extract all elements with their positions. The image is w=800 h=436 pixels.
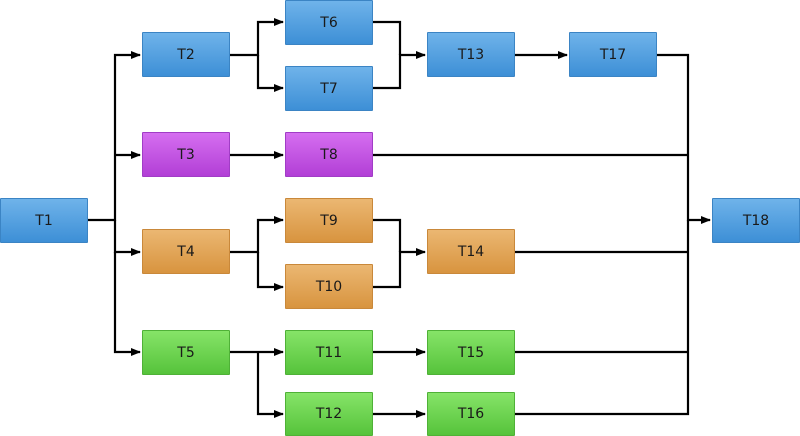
node-label-t13: T13 bbox=[457, 46, 485, 63]
edge-t1-t4 bbox=[113, 220, 141, 256]
node-t14: T14 bbox=[427, 229, 515, 274]
node-label-t10: T10 bbox=[315, 278, 343, 295]
edge-t17-t18 bbox=[657, 53, 711, 224]
node-label-t18: T18 bbox=[742, 212, 770, 229]
node-t12: T12 bbox=[285, 392, 373, 436]
node-t2: T2 bbox=[142, 32, 230, 77]
node-t9: T9 bbox=[285, 198, 373, 243]
edge-t6-t13 bbox=[373, 20, 402, 55]
node-label-t2: T2 bbox=[177, 46, 195, 63]
edge-t4-t10 bbox=[256, 252, 284, 291]
edge-t9-t14 bbox=[373, 218, 402, 252]
node-t3: T3 bbox=[142, 132, 230, 177]
edge-t1-t5 bbox=[113, 252, 141, 356]
node-t17: T17 bbox=[569, 32, 657, 77]
edge-t2-t7 bbox=[256, 55, 284, 92]
node-t18: T18 bbox=[712, 198, 800, 243]
node-label-t17: T17 bbox=[599, 46, 627, 63]
node-label-t9: T9 bbox=[320, 212, 338, 229]
node-t10: T10 bbox=[285, 264, 373, 309]
node-t15: T15 bbox=[427, 330, 515, 375]
edge-t16-t18 bbox=[515, 220, 690, 416]
edge-t2-t6 bbox=[230, 18, 284, 57]
edge-t5-t12 bbox=[256, 352, 284, 418]
node-t13: T13 bbox=[427, 32, 515, 77]
node-label-t16: T16 bbox=[457, 406, 485, 422]
node-label-t3: T3 bbox=[177, 146, 195, 163]
node-t4: T4 bbox=[142, 229, 230, 274]
node-t11: T11 bbox=[285, 330, 373, 375]
node-label-t8: T8 bbox=[320, 146, 338, 163]
node-t5: T5 bbox=[142, 330, 230, 375]
edge-t10-t14 bbox=[373, 248, 426, 289]
node-label-t7: T7 bbox=[320, 80, 338, 97]
node-label-t11: T11 bbox=[315, 344, 343, 361]
node-t6: T6 bbox=[285, 0, 373, 45]
node-t1: T1 bbox=[0, 198, 88, 243]
node-label-t6: T6 bbox=[320, 14, 338, 31]
edge-t7-t13 bbox=[373, 51, 426, 90]
node-label-t1: T1 bbox=[35, 212, 53, 229]
node-label-t12: T12 bbox=[315, 406, 343, 422]
node-label-t14: T14 bbox=[457, 243, 485, 260]
node-label-t4: T4 bbox=[177, 243, 195, 260]
node-label-t5: T5 bbox=[177, 344, 195, 361]
node-label-t15: T15 bbox=[457, 344, 485, 361]
node-t16: T16 bbox=[427, 392, 515, 436]
node-t8: T8 bbox=[285, 132, 373, 177]
edge-t1-t2 bbox=[88, 51, 141, 222]
edge-t4-t9 bbox=[230, 216, 284, 254]
node-t7: T7 bbox=[285, 66, 373, 111]
